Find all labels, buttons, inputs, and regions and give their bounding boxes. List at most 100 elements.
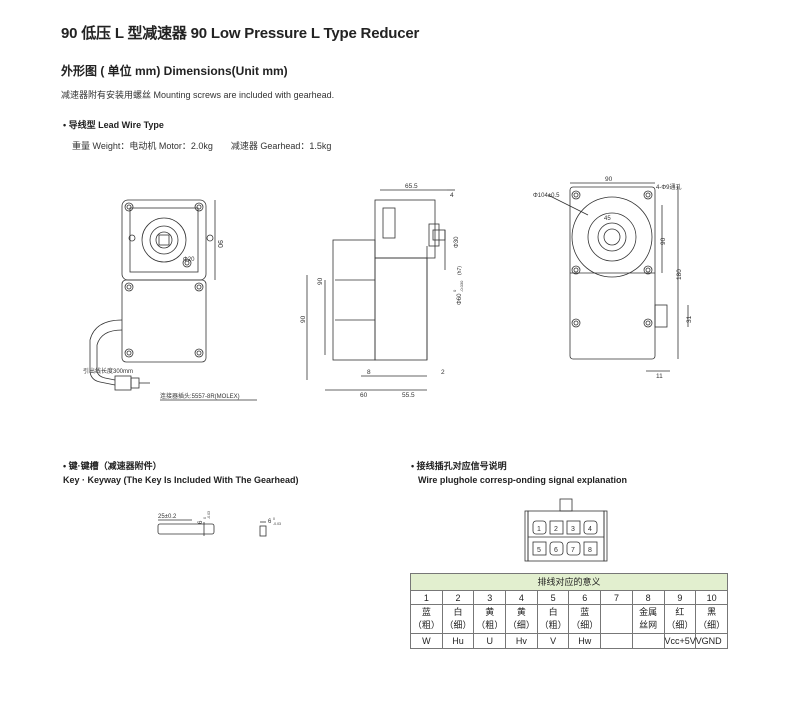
side-dia-60-tol-bot: -0.030 xyxy=(459,280,464,292)
table-cell: 蓝 （细） xyxy=(568,604,602,634)
table-cell: W xyxy=(410,633,443,649)
drawing-front-view: 90 Φ20 引出线长度300mm 连接器插头:5557-8R(MOLEX) xyxy=(83,199,257,401)
table-cell: 6 xyxy=(568,590,602,605)
lead-wire-heading: • 导线型 Lead Wire Type xyxy=(63,120,164,130)
rear-dim-31: 31 xyxy=(686,315,693,323)
key-drawing: 25±0.2 6 0 -0.03 6 0 -0.03 xyxy=(157,511,281,537)
rear-dim-90: 90 xyxy=(660,237,667,245)
key-width-2: 6 xyxy=(268,519,272,525)
table-cell: 红 （细） xyxy=(663,604,697,634)
side-dim-55: 55.5 xyxy=(402,392,415,399)
name-bottom: （粗） xyxy=(539,620,567,630)
front-dia-20: Φ20 xyxy=(183,257,195,263)
name-bottom: （细） xyxy=(444,620,472,630)
pin-label: 6 xyxy=(554,547,558,554)
connector-drawing: 1 2 3 4 5 6 7 8 xyxy=(524,498,608,562)
name-bottom: （细） xyxy=(507,620,535,630)
table-cell: 3 xyxy=(473,590,507,605)
key-subheading: Key · Keyway (The Key Is Included With T… xyxy=(63,475,299,485)
side-dim-90b: 90 xyxy=(300,315,307,323)
front-dim-90: 90 xyxy=(216,240,223,248)
rear-dim-90: 90 xyxy=(605,176,613,183)
side-dim-60: 60 xyxy=(360,392,368,399)
name-top: 黑 xyxy=(707,607,717,617)
side-dia-30: Φ30 xyxy=(454,236,460,248)
page-title: 90 低压 L 型减速器 90 Low Pressure L Type Redu… xyxy=(61,25,420,42)
rear-dim-11: 11 xyxy=(656,373,663,380)
name-top: 白 xyxy=(453,607,463,617)
pin-label: 4 xyxy=(588,526,592,533)
table-cell: 9 xyxy=(663,590,697,605)
pin-label: 8 xyxy=(588,547,592,554)
name-bottom: （细） xyxy=(571,620,599,630)
side-dim-8: 8 xyxy=(367,369,371,376)
wire-heading: • 接线插孔对应信号说明 xyxy=(411,461,507,471)
connector-label: 连接器插头:5557-8R(MOLEX) xyxy=(160,392,240,400)
table-cell xyxy=(600,604,633,634)
cable-length-label: 引出线长度300mm xyxy=(83,367,133,375)
table-cell: Hu xyxy=(441,633,475,649)
side-dim-2: 2 xyxy=(441,369,445,376)
pin-label: 3 xyxy=(571,526,575,533)
wire-subheading: Wire plughole corresp-onding signal expl… xyxy=(418,475,627,485)
key-width-2-tol-bot: -0.03 xyxy=(273,522,281,526)
pin-label: 7 xyxy=(571,547,575,554)
table-cell xyxy=(631,633,665,649)
name-top: 蓝 xyxy=(580,607,590,617)
name-top: 白 xyxy=(548,607,558,617)
pin-label: 5 xyxy=(537,547,541,554)
table-cell: U xyxy=(473,633,507,649)
table-cell: V xyxy=(536,633,570,649)
key-width-2-tol-top: 0 xyxy=(273,517,275,521)
name-top: 红 xyxy=(675,607,685,617)
table-cell: GND xyxy=(695,633,728,649)
side-dim-90a: 90 xyxy=(317,277,324,285)
drawing-rear-view: 90 Φ104±0.5 4-Φ9通孔 45 90 180 31 11 xyxy=(533,176,693,380)
table-row-signals: W Hu U Hv V Hw Vcc+5VV GND xyxy=(410,633,728,649)
table-cell: 7 xyxy=(600,590,633,605)
side-dim-65: 65.5 xyxy=(405,183,418,190)
name-top: 金属 xyxy=(639,607,658,617)
side-dia-60-tol-top: 0 xyxy=(452,289,457,292)
key-width-1: 6 xyxy=(198,520,204,524)
table-row-numbers: 1 2 3 4 5 6 7 8 9 10 xyxy=(410,590,728,605)
name-bottom: 丝网 xyxy=(639,620,658,630)
table-cell: 1 xyxy=(410,590,443,605)
rear-dia-104: Φ104±0.5 xyxy=(533,193,560,199)
table-row-names: 蓝（粗） 白（细） 黄（粗） 黄（细） 白（粗） 蓝（细） 金属丝网 红（细） … xyxy=(410,604,728,634)
table-cell: 4 xyxy=(505,590,538,605)
connector-pins-top: 1 2 3 4 xyxy=(532,520,598,535)
drawing-side-view: 65.5 4 Φ30 Φ60 0 -0.030 (h7) 90 90 8 2 6… xyxy=(300,183,464,399)
table-caption: 排线对应的意义 xyxy=(410,573,728,591)
connector-pins-bottom: 5 6 7 8 xyxy=(532,541,598,556)
mounting-note: 减速器附有安装用螺丝 Mounting screws are included … xyxy=(61,90,335,100)
key-heading: • 键·键槽（减速器附件） xyxy=(63,461,162,471)
key-width-1-tol-top: 0 xyxy=(203,517,207,519)
signal-table: 排线对应的意义 1 2 3 4 5 6 7 8 9 10 蓝（粗） 白（细） 黄… xyxy=(410,573,728,649)
side-dia-60-fit: (h7) xyxy=(457,266,463,275)
name-bottom: （细） xyxy=(666,620,694,630)
pin-label: 1 xyxy=(537,526,541,533)
key-length: 25±0.2 xyxy=(158,514,177,520)
side-dim-4: 4 xyxy=(450,192,454,199)
name-top: 黄 xyxy=(485,607,495,617)
rear-dim-180: 180 xyxy=(676,269,683,280)
side-dia-60: Φ60 xyxy=(457,293,463,305)
table-cell: 2 xyxy=(441,590,475,605)
section-subtitle: 外形图 ( 单位 mm) Dimensions(Unit mm) xyxy=(61,64,288,78)
rear-holes: 4-Φ9通孔 xyxy=(656,183,681,191)
key-width-1-tol-bot: -0.03 xyxy=(207,511,211,519)
table-cell: 白 （粗） xyxy=(536,604,570,634)
table-cell: 蓝（粗） xyxy=(410,604,443,634)
table-cell: 黄（粗） xyxy=(473,604,507,634)
table-cell: 金属丝网 xyxy=(631,604,665,634)
table-cell: 白 （细） xyxy=(441,604,475,634)
name-bottom: （细） xyxy=(698,620,726,630)
table-cell: 黄（细） xyxy=(505,604,538,634)
table-cell: 10 xyxy=(695,590,728,605)
rear-angle-45: 45 xyxy=(604,216,611,222)
table-cell: 黑 （细） xyxy=(695,604,728,634)
weight-text: 重量 Weight：电动机 Motor：2.0kg 减速器 Gearhead：1… xyxy=(72,141,332,151)
name-top: 蓝 xyxy=(421,607,431,617)
table-cell: 8 xyxy=(631,590,665,605)
